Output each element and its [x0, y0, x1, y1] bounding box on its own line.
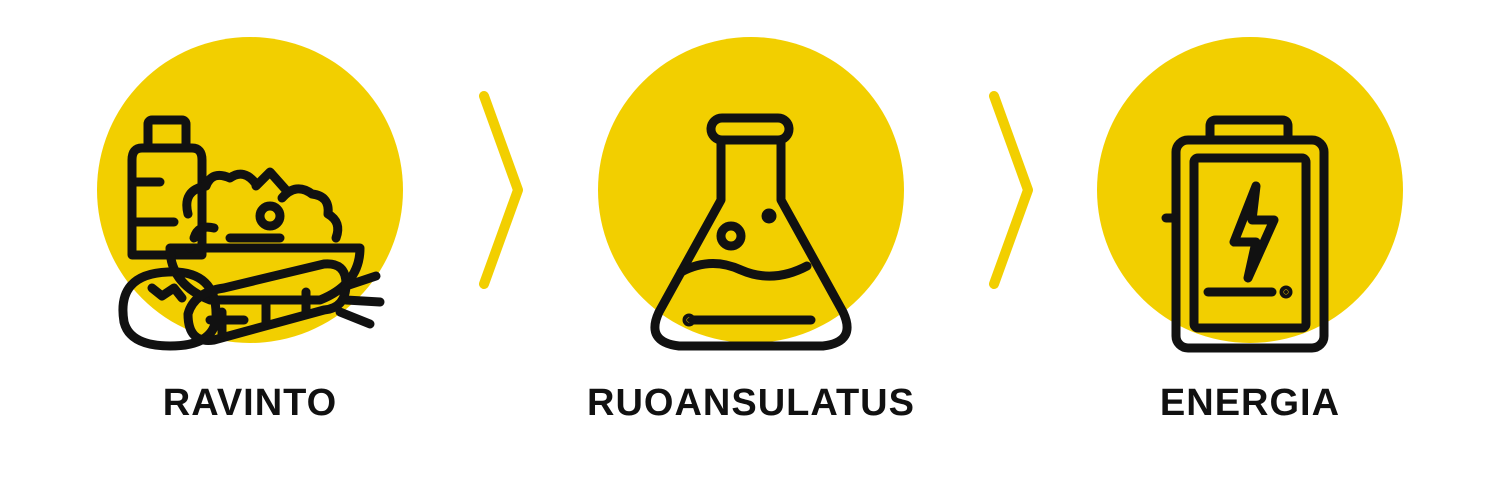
food-groceries-icon — [97, 37, 403, 351]
step-ruoansulatus: RUOANSULATUS — [571, 0, 931, 501]
step-energia: ENERGIA — [1070, 0, 1430, 501]
chevron-right-icon — [989, 91, 1033, 289]
battery-charging-icon — [1097, 37, 1403, 353]
step-label: ENERGIA — [1159, 382, 1341, 424]
lab-flask-icon — [598, 37, 904, 351]
step-ravinto: RAVINTO — [70, 0, 430, 501]
chevron-right-icon — [479, 91, 523, 289]
step-label: RAVINTO — [162, 382, 338, 424]
step-label: RUOANSULATUS — [587, 382, 915, 424]
